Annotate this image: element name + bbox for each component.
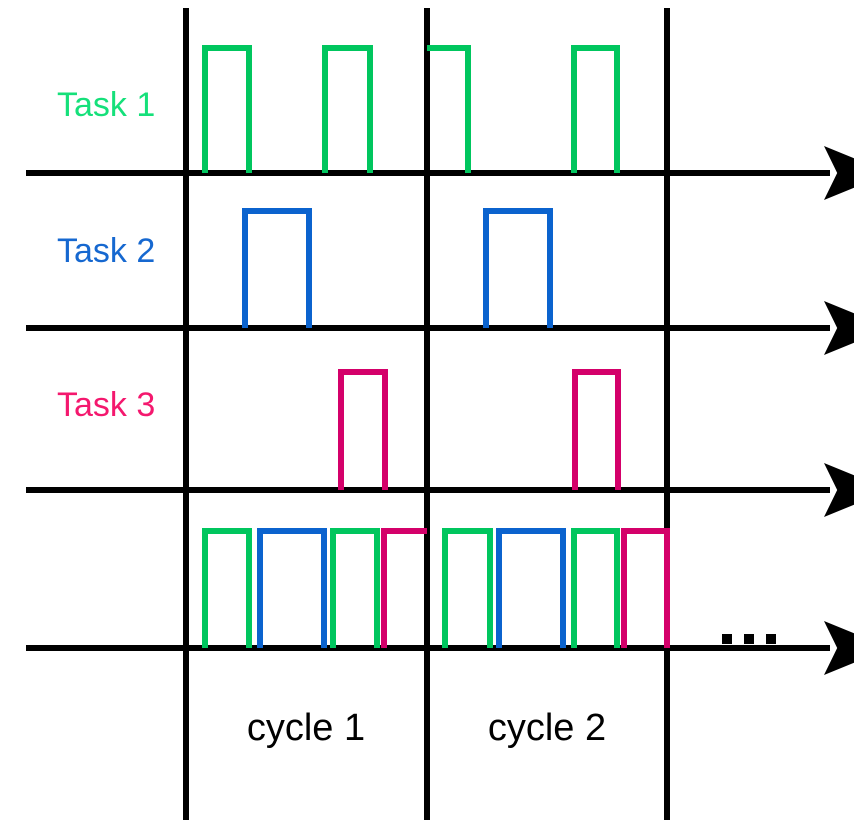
cycle-label-2: cycle 2 — [488, 707, 606, 749]
pulse-row-1-4 — [571, 45, 620, 173]
schedule-pulse-7 — [571, 528, 620, 648]
cycle-label-1: cycle 1 — [247, 707, 365, 749]
schedule-pulse-1 — [202, 528, 252, 648]
schedule-pulse-6 — [496, 528, 566, 648]
row-axis-lines — [26, 146, 854, 675]
continuation-ellipsis — [722, 634, 776, 644]
schedule-pulse-2 — [257, 528, 327, 648]
schedule-pulse-8 — [621, 528, 670, 648]
pulse-row-1-2 — [322, 45, 373, 173]
pulse-row-1-3 — [427, 45, 471, 173]
pulse-row-2-1 — [242, 208, 312, 328]
pulse-row-2-2 — [483, 208, 553, 328]
pulse-row-3-1 — [338, 369, 388, 490]
schedule-pulse-3 — [330, 528, 380, 648]
pulse-row-1-1 — [202, 45, 252, 173]
task-pulse-layer — [202, 45, 670, 648]
row-label-task-2: Task 2 — [57, 232, 155, 270]
pulse-row-3-2 — [572, 369, 621, 490]
ellipsis-dot-2 — [744, 634, 754, 644]
row-label-task-1: Task 1 — [57, 86, 155, 124]
ellipsis-dot-1 — [722, 634, 732, 644]
ellipsis-dot-3 — [766, 634, 776, 644]
cycle-boundary-lines — [183, 8, 670, 820]
schedule-pulse-4 — [381, 528, 427, 648]
schedule-pulse-5 — [442, 528, 493, 648]
row-label-task-3: Task 3 — [57, 386, 155, 424]
